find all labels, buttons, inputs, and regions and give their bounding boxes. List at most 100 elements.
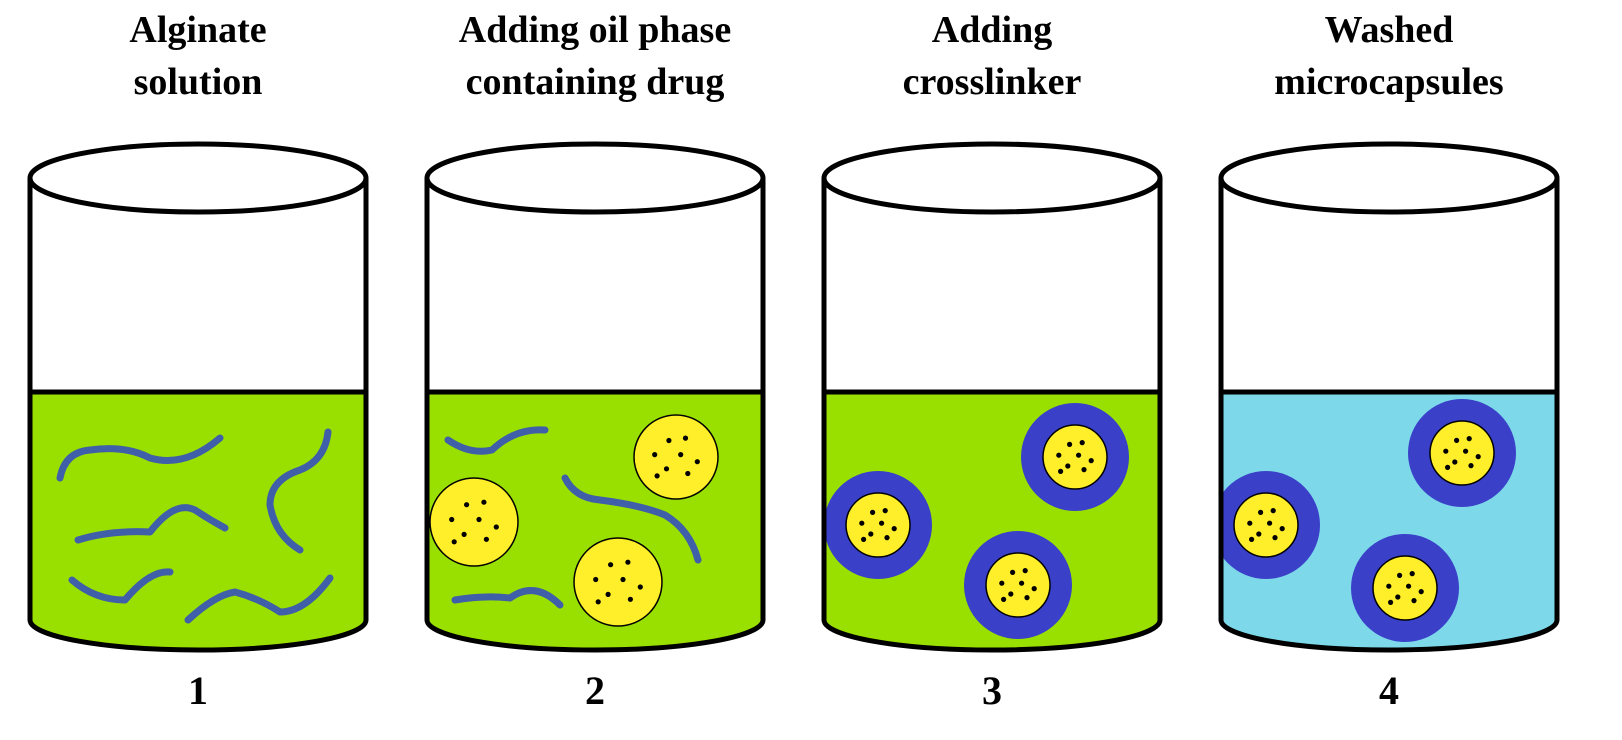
beaker-4 [1218,141,1560,653]
drug-particles [593,559,643,605]
alginate-fiber [184,574,334,624]
microcapsule [964,531,1072,639]
drug-particle [1001,596,1007,602]
drug-particle [1395,594,1401,600]
beaker-2-body [424,178,766,653]
drug-particles [449,499,499,545]
beaker-4-rim [1218,141,1560,215]
step-1-title-line-1: Alginate [129,9,266,51]
microcapsule [1351,534,1459,642]
beaker-1-body [27,178,369,653]
beaker-4-body [1218,178,1560,653]
drug-particle [1058,468,1064,474]
drug-particle [652,452,658,458]
beaker-3-rim [821,141,1163,215]
drug-particle [1279,526,1285,532]
step-1: Alginate solution 1 [27,9,369,713]
alginate-fiber [444,426,549,455]
drug-particles [1247,508,1285,542]
drug-particle [595,599,601,605]
step-4-title-line-1: Washed [1325,9,1454,51]
step-2: Adding oil phase containing drug [424,9,766,713]
drug-particle [1418,589,1424,595]
drug-particle [1397,572,1403,578]
step-2-number: 2 [585,668,605,713]
microcapsule [1221,471,1320,579]
step-2-title-line-2: containing drug [466,61,725,103]
step-2-title-line-1: Adding oil phase [459,9,731,51]
drug-particle [483,536,489,542]
alginate-fiber [68,568,174,604]
beaker-1-rim [27,141,369,215]
step-3: Adding crosslinker [821,9,1163,713]
drug-particle [1452,459,1458,465]
drug-particle [654,473,660,479]
drug-particle [451,539,457,545]
beaker-3-body [821,178,1163,653]
step-4-title-line-2: microcapsules [1274,61,1503,103]
drug-particle [859,520,865,526]
step-4: Washed microcapsules [1218,9,1560,713]
drug-particle [882,508,888,514]
drug-particles [999,568,1037,602]
drug-particle [1247,520,1253,526]
drug-particle [1079,440,1085,446]
drug-particle [493,524,499,530]
drug-particle [449,516,455,523]
drug-particle [1272,535,1278,541]
step-1-title-line-2: solution [134,61,263,103]
drug-particle [481,499,487,505]
drug-particle [1019,580,1025,586]
alginate-fiber [56,434,224,482]
drug-particle [1463,448,1469,454]
drug-particle [870,509,876,515]
drug-particle [1445,464,1451,470]
drug-particle [1409,571,1415,577]
drug-particle [625,559,631,565]
drug-particle [1468,463,1474,469]
alginate-fibers [444,426,702,609]
drug-particle [593,576,599,583]
beaker-3 [821,141,1163,653]
drug-particle [685,470,691,477]
drug-particle [1008,591,1014,597]
drug-particle [1443,448,1449,454]
step-3-title-line-2: crosslinker [903,61,1082,103]
drug-particle [861,536,867,542]
drug-particles [1056,440,1094,474]
alginate-fiber [266,428,332,554]
drug-particle [1256,531,1262,537]
drug-particle [884,535,890,541]
step-3-title-line-1: Adding [932,9,1052,51]
oil-droplet-with-drug [633,414,719,500]
alginate-fiber [561,474,702,564]
drug-particle [1088,458,1094,464]
drug-particle [1258,509,1264,515]
drug-particle [608,562,614,568]
oil-droplet-with-drug [573,537,663,627]
drug-particle [1056,452,1062,458]
drug-particle [879,520,885,526]
microcapsules [824,403,1129,639]
drug-particle [1065,463,1071,469]
beaker-2 [424,141,766,653]
drug-particle [868,531,874,537]
drug-particle [1067,441,1073,447]
drug-particle [464,502,470,508]
drug-particles [1386,571,1424,605]
microcapsule [824,471,932,579]
oil-droplets [429,414,719,627]
drug-particle [1249,536,1255,542]
microcapsules [1221,399,1516,642]
drug-particle [637,584,643,590]
drug-particle [1388,599,1394,605]
beaker-1-liquid [30,392,366,650]
drug-particle [694,459,700,465]
drug-particle [1267,520,1273,526]
drug-particle [666,437,672,444]
step-1-number: 1 [188,668,208,713]
drug-particle [1010,569,1016,575]
drug-particle [663,466,670,472]
drug-particle [1076,452,1082,458]
drug-particle [461,531,467,537]
